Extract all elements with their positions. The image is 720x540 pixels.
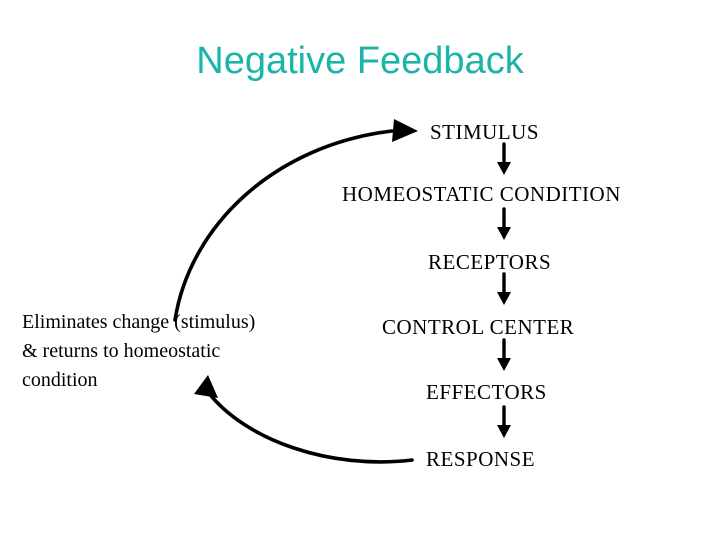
chain-node-stimulus: STIMULUS: [430, 120, 540, 144]
chain-node-receptors: RECEPTORS: [428, 250, 552, 274]
down-arrow-icon-4: [497, 338, 511, 371]
down-arrow-icon-5: [497, 405, 511, 438]
side-note-line-3: condition: [22, 369, 98, 391]
side-note-line-2: & returns to homeostatic: [22, 340, 221, 362]
side-note-line-1: Eliminates change (stimulus): [22, 311, 256, 333]
page-title: Negative Feedback: [196, 40, 524, 82]
down-arrow-icon-1: [497, 142, 511, 175]
chain-node-response: RESPONSE: [426, 447, 536, 471]
chain-node-control-center: CONTROL CENTER: [382, 315, 575, 339]
side-note: Eliminates change (stimulus) & returns t…: [22, 308, 342, 395]
down-arrow-icon-2: [497, 207, 511, 240]
down-arrow-icon-3: [497, 272, 511, 305]
chain-node-homeostatic-condition: HOMEOSTATIC CONDITION: [342, 182, 621, 206]
chain-node-effectors: EFFECTORS: [426, 380, 547, 404]
